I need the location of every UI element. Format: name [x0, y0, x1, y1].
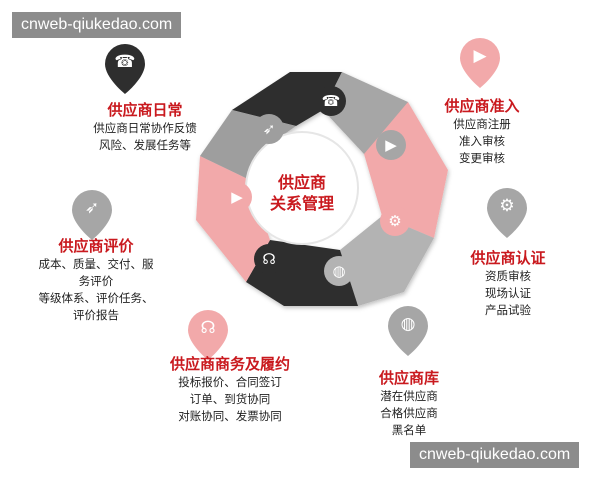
stage-line: 资质审核: [485, 269, 531, 283]
pin-daily: [105, 44, 145, 94]
stage-admission: 供应商准入 供应商注册 准入审核 变更审核: [422, 96, 542, 167]
headphones-icon: ☊: [200, 318, 216, 338]
stage-line: 订单、到货协同: [189, 392, 271, 406]
stage-title: 供应商认证: [470, 249, 546, 267]
segment-daily: [232, 72, 342, 126]
rocket-icon: ➶: [84, 198, 100, 218]
stage-line: 潜在供应商: [380, 389, 438, 403]
center-label-line1: 供应商: [277, 173, 326, 192]
stage-daily: 供应商日常 供应商日常协作反馈 风险、发展任务等: [60, 100, 230, 154]
stage-title: 供应商评价: [58, 237, 134, 255]
stage-line: 评价报告: [73, 308, 119, 322]
segment-headphones-icon: ☊: [254, 244, 284, 274]
stage-line: 投标报价、合同签订: [178, 375, 282, 389]
stage-line: 变更审核: [459, 151, 505, 165]
stage-line: 供应商注册: [453, 117, 511, 131]
watermark-top: cnweb-qiukedao.com: [12, 12, 182, 38]
pin-business: [188, 310, 228, 360]
center-label-line2: 关系管理: [269, 194, 334, 213]
pin-library: [388, 306, 428, 356]
stage-title: 供应商准入: [444, 97, 520, 115]
stage-line: 供应商日常协作反馈: [93, 121, 197, 135]
watermark-bottom: cnweb-qiukedao.com: [410, 442, 580, 468]
stage-line: 现场认证: [485, 286, 531, 300]
segment-globe-icon: ◍: [324, 256, 354, 286]
segment-phone-icon: ☎: [316, 86, 346, 116]
pin-evaluation: [72, 190, 112, 240]
center-label: 供应商 关系管理: [262, 172, 342, 214]
play-icon: ▶: [473, 46, 487, 66]
stage-library: 供应商库 潜在供应商 合格供应商 黑名单: [354, 368, 464, 439]
stage-line: 等级体系、评价任务、: [38, 291, 154, 305]
stage-evaluation: 供应商评价 成本、质量、交付、服 务评价 等级体系、评价任务、 评价报告: [26, 236, 166, 324]
stage-line: 准入审核: [459, 134, 505, 148]
pin-certification: [487, 188, 527, 238]
stage-line: 对账协同、发票协同: [178, 409, 282, 423]
globe-icon: ◍: [400, 314, 416, 334]
segment-play2-icon: ▶: [222, 182, 252, 212]
stage-title: 供应商库: [378, 369, 439, 387]
stage-line: 务评价: [78, 274, 114, 288]
stage-title: 供应商商务及履约: [169, 355, 290, 373]
segment-play-icon: ▶: [376, 130, 406, 160]
pin-admission: [460, 38, 500, 88]
segment-rocket-icon: ➶: [254, 114, 284, 144]
stage-line: 成本、质量、交付、服: [38, 257, 154, 271]
gear-icon: ⚙: [499, 196, 515, 216]
stage-line: 黑名单: [391, 423, 427, 437]
segment-gear-icon: ⚙: [380, 206, 410, 236]
center-hub: [246, 132, 358, 244]
stage-line: 产品试验: [485, 303, 531, 317]
phone-icon: ☎: [114, 52, 136, 72]
segment-library: [340, 216, 434, 306]
stage-line: 风险、发展任务等: [99, 138, 191, 152]
stage-certification: 供应商认证 资质审核 现场认证 产品试验: [448, 248, 568, 319]
stage-business: 供应商商务及履约 投标报价、合同签订 订单、到货协同 对账协同、发票协同: [140, 354, 320, 425]
stage-line: 合格供应商: [380, 406, 438, 420]
stage-title: 供应商日常: [107, 101, 183, 119]
